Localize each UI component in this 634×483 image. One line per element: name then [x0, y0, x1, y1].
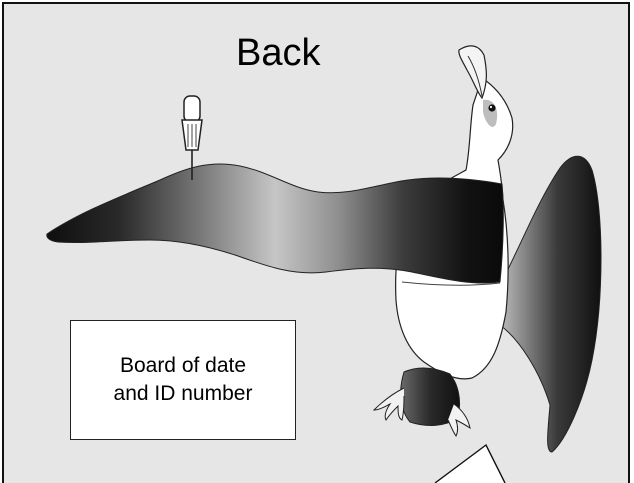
- id-board-label: Board of date and ID number: [70, 320, 296, 440]
- view-title: Back: [236, 34, 320, 72]
- eye: [488, 104, 495, 111]
- left-wing: [47, 164, 503, 283]
- beak: [459, 46, 487, 98]
- id-board-label-line1: Board of date: [120, 352, 246, 380]
- left-foot: [374, 388, 404, 420]
- right-wing: [492, 156, 601, 452]
- id-board-label-line2: and ID number: [114, 380, 253, 408]
- pointer-callout: [435, 445, 505, 483]
